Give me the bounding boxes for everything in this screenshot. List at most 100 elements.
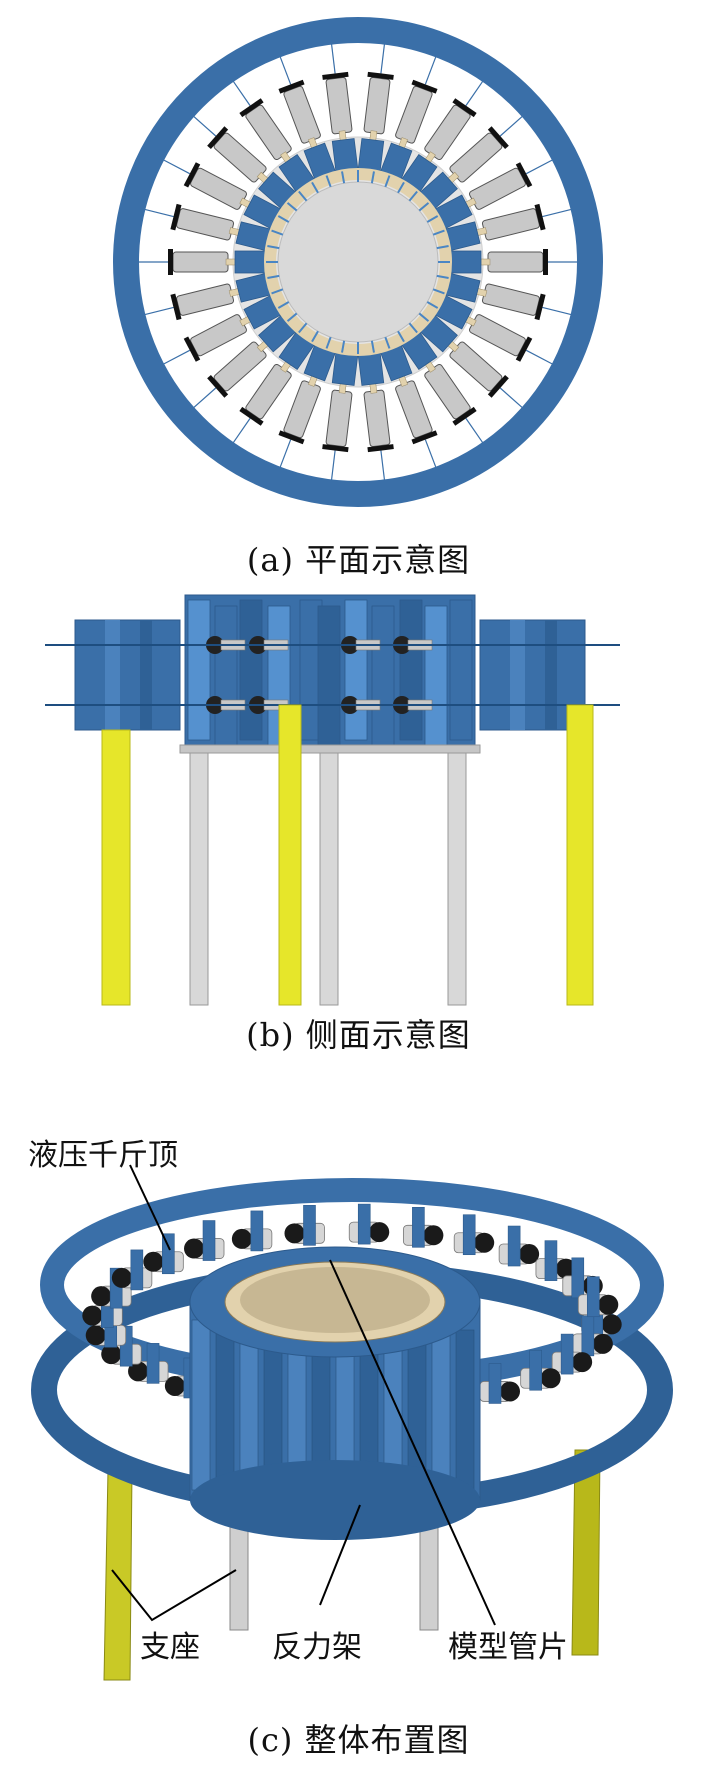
callout-line-support <box>111 1569 237 1622</box>
overall-jack-head <box>474 1232 495 1253</box>
overall-jack-head <box>85 1325 106 1346</box>
plan-tie-rod <box>330 450 336 481</box>
plan-tie-rod <box>279 439 292 468</box>
overall-jack-head <box>91 1286 112 1307</box>
side-outer-block-right-stripe <box>545 620 557 730</box>
plan-jack <box>442 249 548 275</box>
plan-jack-body <box>395 380 433 439</box>
overall-frame-post <box>586 1276 600 1318</box>
plan-jack-head <box>487 374 509 398</box>
plan-jack-head <box>239 406 264 426</box>
plan-tie-rod <box>192 387 217 409</box>
side-base-plate <box>179 744 481 754</box>
side-pole <box>189 752 209 1006</box>
overall-jack-head <box>423 1225 444 1246</box>
overall-jack-head <box>369 1222 390 1243</box>
overall-support-left <box>103 1469 133 1681</box>
overall-frame-post <box>581 1315 595 1357</box>
overall-jack-head <box>164 1375 185 1396</box>
side-pole <box>319 752 339 1006</box>
overall-drum-panel <box>455 1329 475 1501</box>
overall-jack-head <box>284 1223 305 1244</box>
plan-bolt <box>370 171 375 184</box>
plan-bolt <box>408 190 418 202</box>
plan-jack <box>170 203 279 253</box>
side-panel <box>239 599 263 741</box>
overall-view-caption: (c) 整体布置图 <box>247 1721 470 1759</box>
side-outer-block-left <box>74 619 181 731</box>
plan-bolt <box>384 336 391 349</box>
callout-line-jack <box>129 1164 171 1251</box>
plan-tie-rod <box>380 450 386 481</box>
plan-jack <box>437 271 546 321</box>
plan-bolt <box>267 245 280 250</box>
plan-jack-body <box>363 389 391 448</box>
overall-view-panel <box>0 1120 717 1720</box>
overall-drum-bottom <box>190 1460 480 1540</box>
plan-bolt <box>267 274 280 279</box>
label-support: 支座 <box>140 1630 200 1665</box>
plan-bolt <box>277 215 290 223</box>
overall-frame-post <box>488 1363 502 1404</box>
side-outer-block-right-stripe <box>510 620 525 730</box>
plan-jack-body <box>283 85 321 144</box>
plan-tie-rod <box>465 418 484 444</box>
callout-line-frame <box>319 1504 361 1606</box>
plan-jack-body <box>190 314 247 357</box>
overall-segment-top <box>240 1267 430 1333</box>
overall-frame-post <box>560 1333 574 1375</box>
overall-frame-post <box>357 1203 371 1245</box>
plan-tie-rod <box>499 387 524 409</box>
plan-jack-head <box>543 249 548 275</box>
plan-outer-ring <box>113 17 603 507</box>
side-panel <box>399 599 423 741</box>
plan-bolt <box>271 229 284 236</box>
overall-frame-post <box>462 1214 476 1256</box>
overall-frame-post <box>146 1343 160 1384</box>
plan-view-diagram <box>113 17 603 507</box>
plan-tie-rod <box>465 80 484 106</box>
plan-bolt <box>418 312 430 322</box>
side-support <box>566 704 594 1006</box>
plan-jack-body <box>283 380 321 439</box>
plan-tie-rod <box>279 56 292 85</box>
plan-tie-rod <box>162 349 191 365</box>
plan-jack-head <box>534 203 546 231</box>
plan-jack-head <box>452 406 477 426</box>
overall-jack-head <box>540 1368 561 1389</box>
plan-inner-void <box>277 181 439 343</box>
overall-drum-panel <box>431 1319 451 1491</box>
plan-jack-body <box>363 76 391 135</box>
overall-jack-head <box>82 1305 103 1326</box>
plan-jack-head <box>278 79 305 94</box>
overall-jack-head <box>598 1294 619 1315</box>
plan-tie-rod <box>192 115 217 137</box>
plan-jack-body <box>469 314 526 357</box>
plan-jack-body <box>176 283 235 316</box>
plan-tie-rod <box>499 115 524 137</box>
overall-frame-post <box>303 1205 316 1246</box>
side-panel <box>344 599 368 741</box>
overall-frame-post <box>507 1225 521 1267</box>
plan-jack-body <box>325 389 353 448</box>
overall-frame-post <box>162 1233 175 1275</box>
plan-jack-head <box>411 430 438 445</box>
overall-frame-post <box>130 1249 144 1291</box>
plan-jack-body <box>481 283 540 316</box>
plan-jack <box>168 249 274 275</box>
plan-bolt <box>311 330 319 343</box>
plan-tie-rod <box>542 208 572 218</box>
plan-bolt <box>426 215 439 223</box>
plan-jack-head <box>183 162 201 188</box>
plan-jack-body <box>176 208 235 241</box>
plan-bolt <box>426 301 439 309</box>
plan-jack-head <box>367 71 394 80</box>
plan-bolt <box>271 288 284 295</box>
side-panel <box>214 605 238 747</box>
side-view-panel <box>0 590 717 1040</box>
overall-jack-head <box>184 1238 205 1259</box>
plan-bolt <box>436 274 449 279</box>
overall-jack-head <box>519 1244 540 1265</box>
overall-jack-head <box>601 1314 622 1335</box>
callout-line-segment <box>329 1259 496 1626</box>
